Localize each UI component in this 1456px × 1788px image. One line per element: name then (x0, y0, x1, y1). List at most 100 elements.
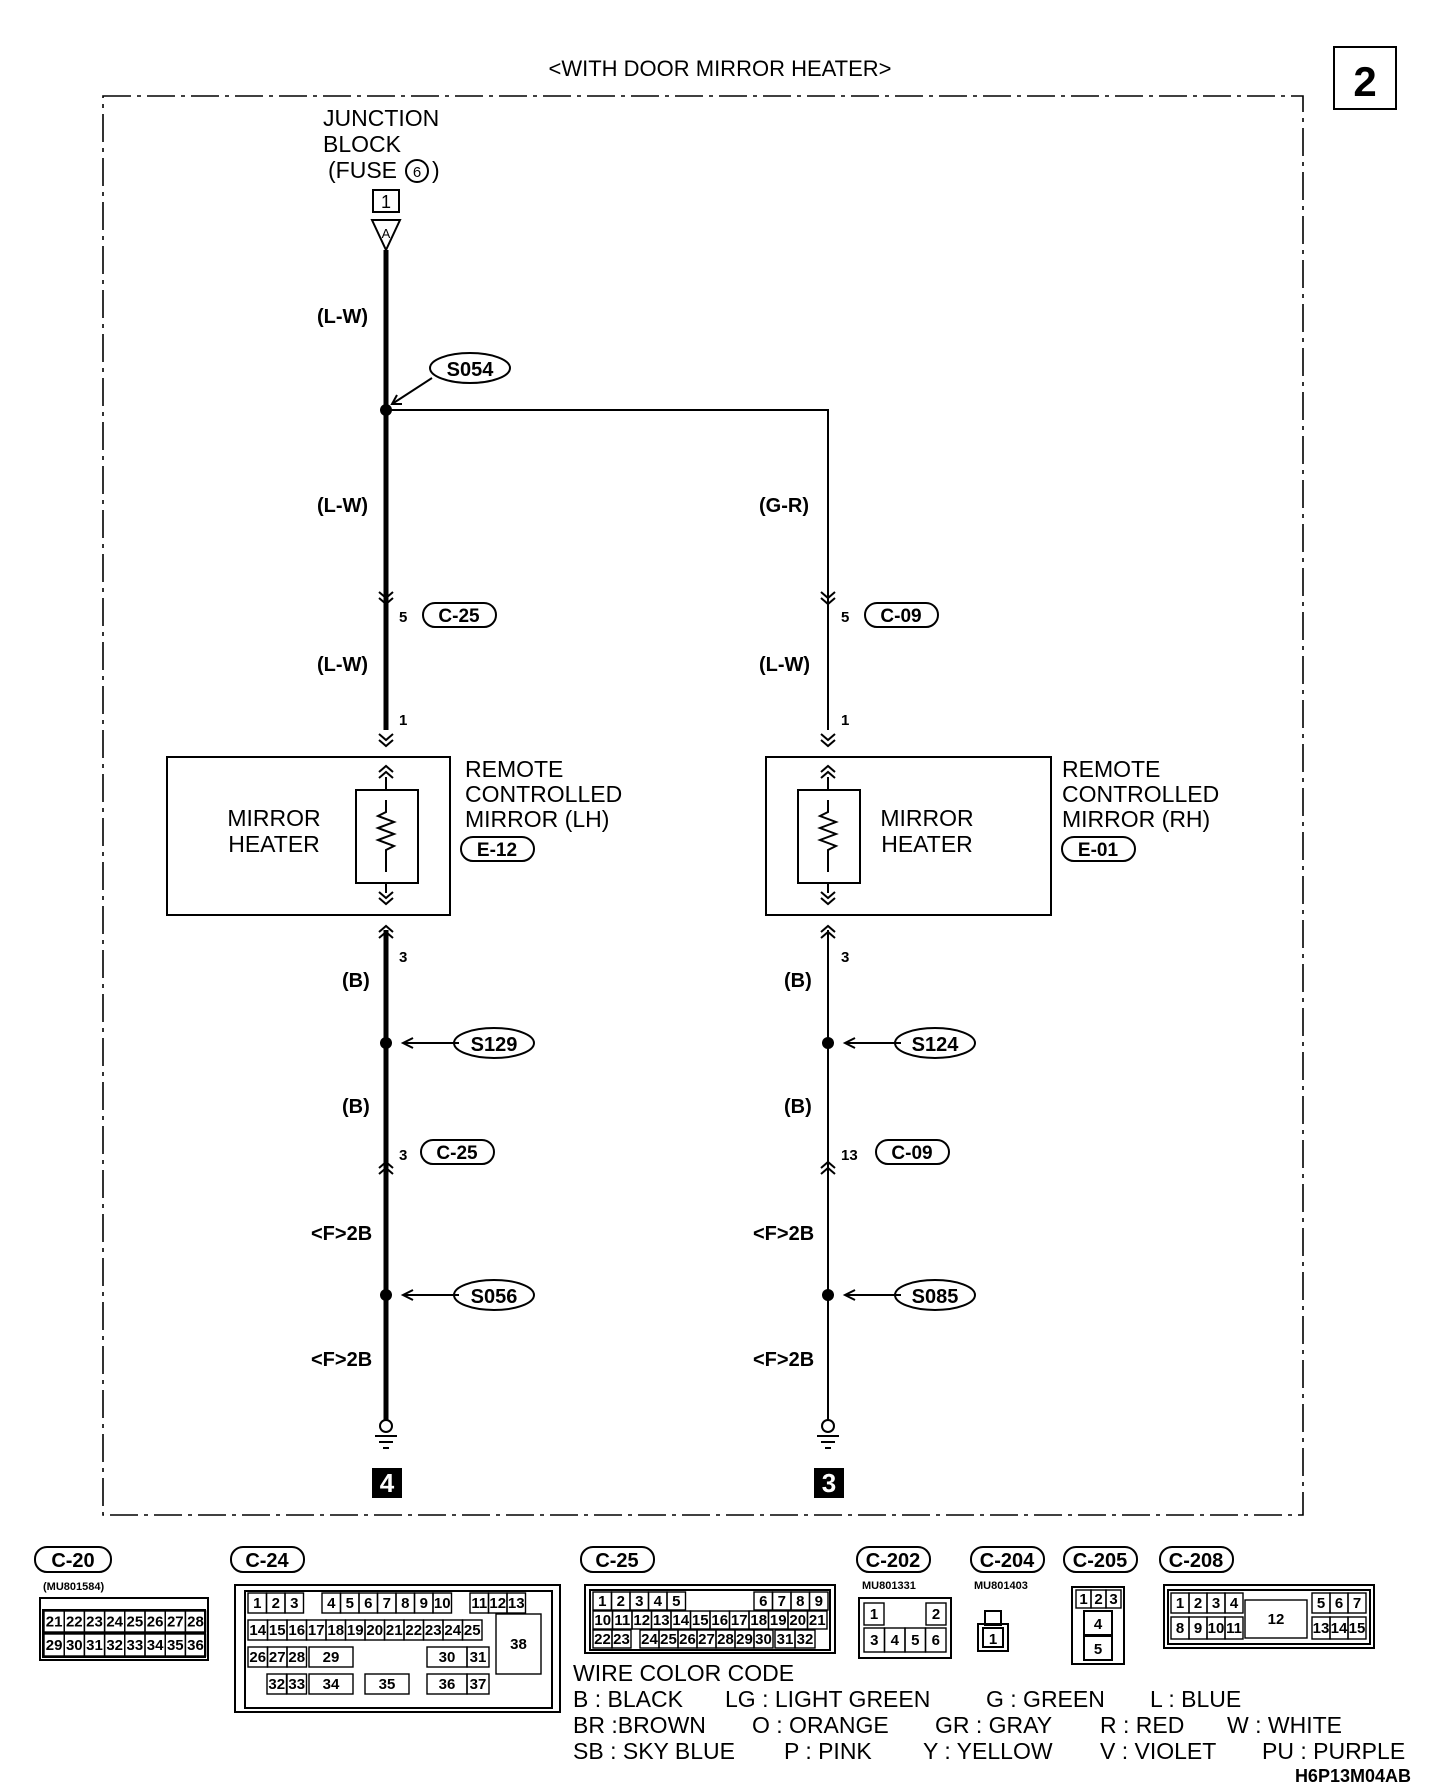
connector-pin-label: 8 (796, 1593, 804, 1610)
pin-number: 1 (399, 712, 407, 729)
svg-text:C-25: C-25 (436, 1143, 478, 1164)
legend-title: WIRE COLOR CODE (573, 1660, 794, 1686)
connector-pin-label: 9 (815, 1593, 823, 1610)
svg-text:Y : YELLOW: Y : YELLOW (923, 1738, 1053, 1764)
connector-pin-cell (364, 1673, 410, 1695)
connector-pin-label: 35 (167, 1637, 184, 1654)
connector-pin-label: 36 (187, 1637, 204, 1654)
connector-pin-label: 4 (327, 1595, 336, 1612)
splice-s129: S129 (380, 1027, 535, 1059)
splice-s124: S124 (822, 1027, 976, 1059)
component-name: REMOTE (465, 756, 563, 782)
connector-pin-label: 21 (46, 1614, 63, 1631)
connector-pin-label: 16 (711, 1612, 728, 1629)
connector-pin-label: 37 (470, 1676, 487, 1693)
svg-text:C-205: C-205 (1073, 1550, 1127, 1572)
svg-text:P : PINK: P : PINK (784, 1738, 872, 1764)
connector-pin-label: 14 (1331, 1620, 1348, 1637)
connector-pin-cell (284, 1592, 305, 1614)
connector-pin-label: 2 (272, 1595, 280, 1612)
connector-pin-label: 1 (870, 1606, 878, 1623)
page-number: 2 (1353, 58, 1376, 105)
connector-pin-label: 36 (439, 1676, 456, 1693)
remote-mirror-rh: MIRROR HEATER REMOTE CONTROLLED MIRROR (… (765, 756, 1219, 916)
connector-pin-cell (495, 1613, 542, 1675)
connector-pin-label: 21 (809, 1612, 826, 1629)
pin-number: 3 (841, 949, 849, 966)
svg-text:S054: S054 (447, 359, 495, 381)
connector-pin-label: 29 (46, 1637, 63, 1654)
connector-pin-label: 24 (106, 1614, 123, 1631)
wire-color-label: (L-W) (317, 654, 368, 676)
connector-pin-label: 1 (253, 1595, 261, 1612)
svg-text:3: 3 (399, 1147, 407, 1164)
wire-color-label: (B) (342, 1096, 370, 1118)
connector-pin-cell (794, 1629, 816, 1649)
svg-text:V : VIOLET: V : VIOLET (1100, 1738, 1216, 1764)
connector-pin-label: 10 (594, 1612, 611, 1629)
connector-pin-label: 12 (489, 1595, 506, 1612)
ground-icon (817, 1419, 839, 1449)
ground-ref-right: 3 (814, 1468, 844, 1498)
connector-pin-label: 12 (633, 1612, 650, 1629)
connector-pin-cell (924, 1627, 947, 1653)
svg-text:S056: S056 (471, 1286, 518, 1308)
wire-color-label: (L-W) (317, 306, 368, 328)
connector-pin-label: 14 (672, 1612, 689, 1629)
svg-text:5: 5 (1094, 1641, 1102, 1658)
svg-text:C-204: C-204 (980, 1550, 1035, 1572)
connector-pin-label: 35 (379, 1676, 396, 1693)
connector-pin-label: 5 (672, 1593, 680, 1610)
wire-color-legend: WIRE COLOR CODE B : BLACK LG : LIGHT GRE… (573, 1660, 1405, 1764)
connector-pin-label: 25 (127, 1614, 144, 1631)
connector-pin-label: 18 (750, 1612, 767, 1629)
connector-pin-label: 24 (444, 1622, 461, 1639)
svg-text:B : BLACK: B : BLACK (573, 1686, 684, 1712)
svg-text:MIRROR: MIRROR (227, 805, 320, 831)
connector-pin-cell (611, 1629, 632, 1649)
connector-pin-label: 31 (777, 1631, 794, 1648)
wire-color-label: <F>2B (753, 1349, 814, 1371)
connector-pin-cell (1224, 1616, 1244, 1640)
svg-text:G : GREEN: G : GREEN (986, 1686, 1105, 1712)
connector-pin-label: 19 (770, 1612, 787, 1629)
wire-color-label: <F>2B (311, 1223, 372, 1245)
svg-text:MIRROR (LH): MIRROR (LH) (465, 806, 609, 832)
connector-pin-cell (753, 1629, 774, 1649)
connector-pin-label: 3 (290, 1595, 298, 1612)
connector-pin-label: 8 (1176, 1620, 1184, 1637)
svg-text:CONTROLLED: CONTROLLED (1062, 781, 1219, 807)
connector-pin-cell (466, 1673, 490, 1695)
connector-pin-cell (286, 1646, 308, 1668)
svg-text:BLOCK: BLOCK (323, 131, 402, 157)
connector-pin-label: 30 (439, 1649, 456, 1666)
svg-text:C-09: C-09 (891, 1143, 932, 1164)
connector-pin-label: 25 (464, 1622, 481, 1639)
connector-pin-label: 7 (383, 1595, 391, 1612)
connector-pin-label: 21 (386, 1622, 403, 1639)
connector-pin-label: 2 (617, 1593, 625, 1610)
inline-connector-c09-bottom: 13 C-09 (820, 1139, 950, 1175)
connector-pin-label: 26 (679, 1631, 696, 1648)
connector-pin-label: 15 (269, 1622, 286, 1639)
svg-text:): ) (432, 157, 440, 183)
connector-pin-cell (432, 1592, 453, 1614)
connector-pin-cell (308, 1646, 354, 1668)
connector-pin-label: 6 (364, 1595, 372, 1612)
connector-pin-label: 3 (1109, 1591, 1117, 1608)
connector-pin-label: 33 (127, 1637, 144, 1654)
svg-text:5: 5 (841, 609, 849, 626)
inline-connector-c25-bottom: 3 C-25 (378, 1139, 495, 1175)
heater-resistor-icon (375, 800, 397, 872)
figure-code: H6P13M04AB (1295, 1766, 1411, 1786)
diagram-frame (102, 95, 1304, 1516)
connector-pin-label: 15 (692, 1612, 709, 1629)
connector-pin-label: 1 (1176, 1595, 1184, 1612)
svg-text:4: 4 (1094, 1616, 1103, 1633)
heater-resistor-icon (817, 800, 839, 872)
connector-pin-cell (1105, 1589, 1122, 1609)
connector-c204: C-204 MU801403 1 (970, 1546, 1045, 1652)
connector-pin-label: 31 (470, 1649, 487, 1666)
